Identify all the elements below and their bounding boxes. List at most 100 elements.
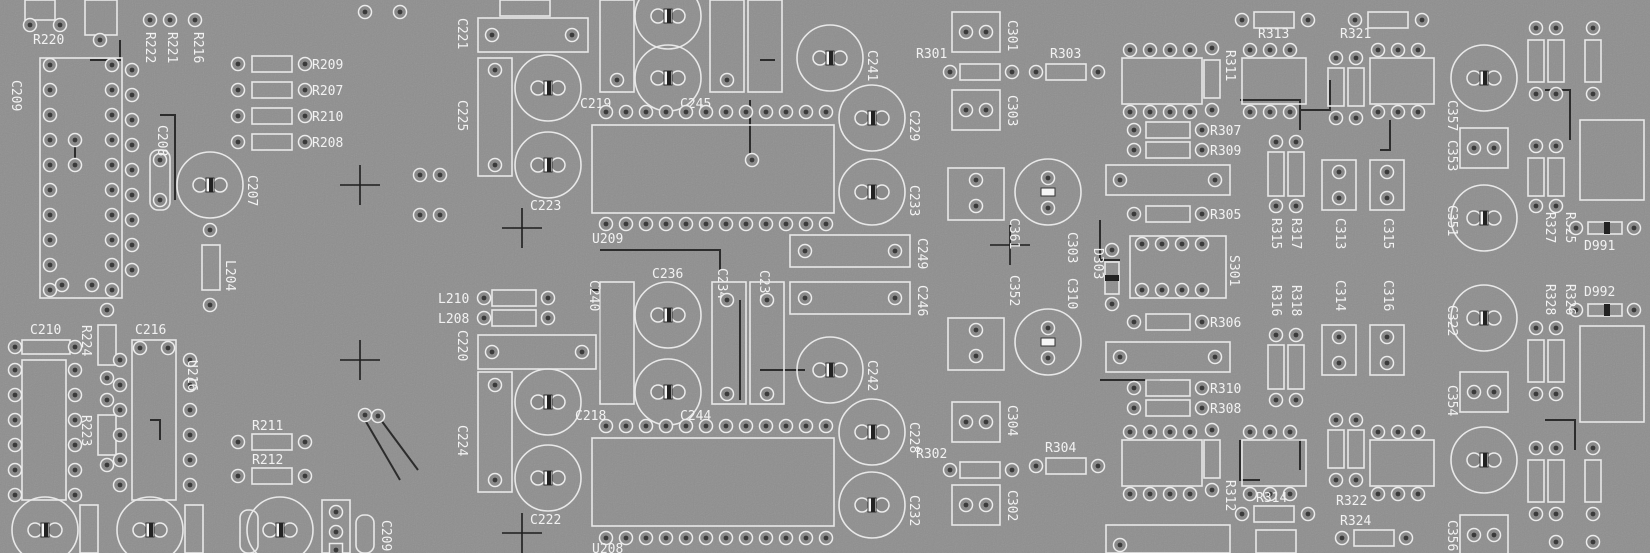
resistors-r307-r309 <box>1126 121 1210 159</box>
label-r212: R212 <box>252 453 283 468</box>
caps-c313-c315 <box>1321 159 1405 211</box>
resistor-r321 <box>1347 11 1430 29</box>
label-r220: R220 <box>33 33 64 48</box>
label-c361: C361 <box>1006 218 1021 249</box>
cap-c304-right <box>1105 164 1231 196</box>
label-r310: R310 <box>1210 382 1241 397</box>
resistor-r304 <box>1028 457 1106 475</box>
label-r327: R327 <box>1542 212 1557 243</box>
caps-c314-c316 <box>1321 324 1405 376</box>
resistors-r315-r317 <box>1267 134 1305 214</box>
label-r303: R303 <box>1050 47 1081 62</box>
ic-u301 <box>1121 42 1203 120</box>
resistor-r314 <box>1234 505 1316 523</box>
caps-bottom-left <box>11 496 375 553</box>
resistor-r306 <box>1126 313 1210 331</box>
label-r315: R315 <box>1268 218 1283 249</box>
fiducial-marks <box>340 165 1030 553</box>
resistor-r211 <box>230 433 313 451</box>
ic-u303 <box>1241 42 1307 120</box>
label-r328: R328 <box>1542 284 1557 315</box>
label-r305: R305 <box>1210 208 1241 223</box>
label-c356: C356 <box>1444 520 1459 551</box>
label-r208: R208 <box>312 136 343 151</box>
label-c221: C221 <box>454 18 469 49</box>
cap-c246 <box>789 281 911 315</box>
label-r317: R317 <box>1288 218 1303 249</box>
label-c315: C315 <box>1380 218 1395 249</box>
label-c224: C224 <box>454 425 469 456</box>
inductor-l204 <box>201 222 221 313</box>
label-c304: C304 <box>1004 405 1019 436</box>
label-r211: R211 <box>252 419 283 434</box>
electrolytic-cap-c303 <box>1014 158 1082 226</box>
label-r309: R309 <box>1210 144 1241 159</box>
label-c354: C354 <box>1444 385 1459 416</box>
label-r222: R222 <box>142 32 157 63</box>
cap-c221 <box>477 0 589 53</box>
label-r308: R308 <box>1210 402 1241 417</box>
label-c313: C313 <box>1332 218 1347 249</box>
label-c303-b: C303 <box>1064 232 1079 263</box>
label-d991: D991 <box>1584 239 1615 254</box>
label-r301: R301 <box>916 47 947 62</box>
resistor-column-bottom-right <box>1527 320 1645 550</box>
label-c242: C242 <box>864 360 879 391</box>
label-c234: C234 <box>714 268 729 299</box>
label-c209-top: C209 <box>8 80 23 111</box>
label-r210: R210 <box>312 110 343 125</box>
label-r314: R314 <box>1256 491 1287 506</box>
cap-c219-block <box>599 0 783 93</box>
electrolytic-cap-c310 <box>1014 308 1082 376</box>
cap-c240-block <box>599 281 785 405</box>
cap-c352 <box>947 317 1005 371</box>
label-r223: R223 <box>78 415 93 446</box>
label-r216: R216 <box>190 32 205 63</box>
label-c351: C351 <box>1444 205 1459 236</box>
label-r324: R324 <box>1340 514 1371 529</box>
cap-c220 <box>477 334 597 370</box>
resistor-r312 <box>1203 422 1221 498</box>
resistors-r316-r318 <box>1267 327 1305 408</box>
ic-u305 <box>1369 42 1435 120</box>
label-r316: R316 <box>1268 285 1283 316</box>
label-c322: C322 <box>1444 305 1459 336</box>
fiducial-cross <box>340 340 380 380</box>
label-c218: C218 <box>575 409 606 424</box>
label-r321: R321 <box>1340 27 1371 42</box>
resistor-r302 <box>942 461 1020 479</box>
resistor-pair-r320 <box>1327 412 1365 488</box>
resistor-r224 <box>97 302 117 386</box>
label-r307: R307 <box>1210 124 1241 139</box>
inductors-l210-l208 <box>476 289 556 327</box>
label-c352: C352 <box>1006 275 1021 306</box>
label-r311: R311 <box>1222 50 1237 81</box>
resistor-r303 <box>1028 63 1106 81</box>
label-c210: C210 <box>30 323 61 338</box>
label-l210: L210 <box>438 292 469 307</box>
label-c223: C223 <box>530 199 561 214</box>
ic-u304 <box>1241 424 1307 502</box>
label-r224: R224 <box>78 325 93 356</box>
resistors-r310-r308 <box>1126 379 1210 417</box>
label-c303: C303 <box>1004 95 1019 126</box>
label-r302: R302 <box>916 447 947 462</box>
label-c302: C302 <box>1004 490 1019 521</box>
label-r326: R326 <box>1562 284 1577 315</box>
label-c225: C225 <box>454 100 469 131</box>
label-r312: R312 <box>1222 480 1237 511</box>
label-c207: C207 <box>244 175 259 206</box>
label-c357: C357 <box>1444 100 1459 131</box>
diode-d303 <box>1104 242 1120 312</box>
label-d992: D992 <box>1584 285 1615 300</box>
resistor-row-r207-r210 <box>230 55 313 151</box>
resistor-pair-r331 <box>1327 50 1365 126</box>
label-c220: C220 <box>454 330 469 361</box>
ic-u208 <box>591 418 835 546</box>
label-c241: C241 <box>864 50 879 81</box>
label-u216: U216 <box>184 360 199 391</box>
capacitor-c208 <box>149 149 171 211</box>
label-r322: R322 <box>1336 494 1367 509</box>
cap-c331 <box>1105 341 1231 373</box>
